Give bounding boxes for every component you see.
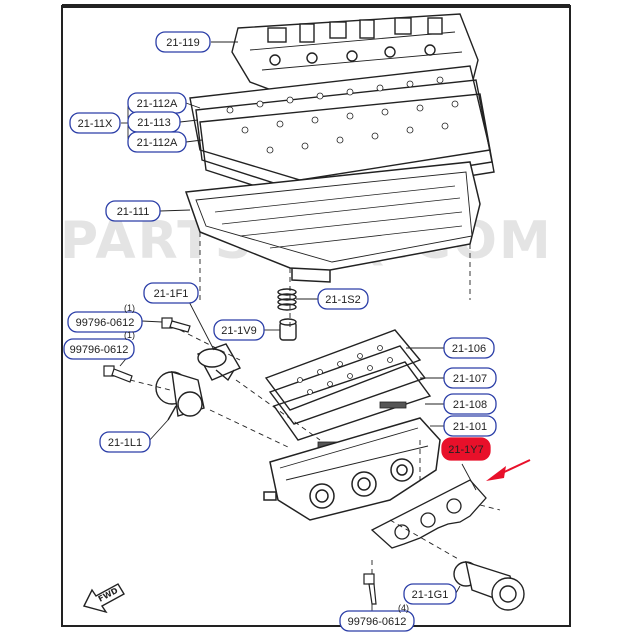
- red-pointer-arrow: [486, 459, 531, 481]
- bolt-top: [161, 317, 191, 333]
- solenoid-21-1g1: [453, 560, 525, 611]
- plate-holes: [226, 76, 459, 154]
- callout-21-11x[interactable]: 21-11X: [69, 112, 121, 134]
- solenoid-21-1f1: [196, 343, 242, 382]
- callout-box: [443, 337, 495, 359]
- callout-box: [63, 338, 135, 360]
- callout-box: [403, 583, 457, 605]
- callout-label: 21-1F1: [154, 288, 189, 300]
- callout-21-1v9[interactable]: 21-1V9: [213, 319, 265, 341]
- callout-label: 21-1L1: [108, 437, 142, 449]
- quantity-bot: (4): [398, 603, 409, 613]
- quantity-mid: (1): [124, 330, 135, 340]
- callout-label: 21-119: [166, 37, 199, 49]
- callout-label: 21-107: [453, 373, 487, 385]
- callout-label: 21-101: [453, 421, 487, 433]
- callout-box: [441, 437, 491, 461]
- bolt-bottom: [363, 573, 377, 605]
- callout-21-1l1[interactable]: 21-1L1: [99, 431, 151, 453]
- callout-box: [443, 415, 497, 437]
- callout-21-112a-bot[interactable]: 21-112A: [127, 131, 187, 153]
- callout-label: 21-113: [137, 117, 170, 129]
- callout-box: [69, 112, 121, 134]
- quantity-top: (1): [124, 303, 135, 313]
- callout-21-111[interactable]: 21-111: [105, 200, 161, 222]
- callout-label: 21-1V9: [221, 325, 256, 337]
- callout-21-108[interactable]: 21-108: [443, 393, 497, 415]
- callout-label: 99796-0612: [348, 616, 407, 628]
- callout-21-107[interactable]: 21-107: [443, 367, 497, 389]
- callout-box: [99, 431, 151, 453]
- main-valve-body: [184, 161, 481, 283]
- callout-label: 21-1G1: [412, 589, 449, 601]
- callout-box: [127, 131, 187, 153]
- callout-label: 21-111: [117, 206, 150, 218]
- callout-label: 21-11X: [78, 118, 113, 130]
- callout-box: [155, 31, 211, 53]
- callout-label: 21-112A: [137, 137, 178, 149]
- callout-box: [105, 200, 161, 222]
- callout-layer: 21-119 21-11X 21-112A 21-113 21-112A 21-111 21…: [63, 31, 497, 632]
- callout-21-119[interactable]: 21-119: [155, 31, 211, 53]
- lower-valve-body: [263, 417, 441, 521]
- callout-box: [143, 282, 199, 304]
- callout-99796-mid[interactable]: 99796-0612: [63, 338, 135, 360]
- spring-21-1s2: [277, 288, 297, 311]
- callout-label: 21-1Y7: [448, 444, 483, 456]
- bolt-mid: [103, 365, 133, 383]
- callout-label: 21-106: [452, 343, 486, 355]
- assembly-dashed-lines: [129, 232, 501, 574]
- check-valve-21-1v9: [279, 318, 297, 341]
- callout-99796-bot[interactable]: 99796-0612: [339, 610, 415, 632]
- solenoid-21-1l1: [155, 371, 205, 421]
- gasket-highlighted-part: [370, 479, 487, 549]
- callout-box: [339, 610, 415, 632]
- callout-label: 99796-0612: [70, 344, 129, 356]
- callout-21-101[interactable]: 21-101: [443, 415, 497, 437]
- quantity-layer: (1) (1) (4): [124, 303, 409, 613]
- fwd-arrow: FWD: [82, 583, 125, 614]
- callout-box: [213, 319, 265, 341]
- callout-label: 21-112A: [137, 98, 178, 110]
- callout-label: 21-1S2: [325, 294, 360, 306]
- callout-21-1g1[interactable]: 21-1G1: [403, 583, 457, 605]
- callout-21-112a-top[interactable]: 21-112A: [127, 92, 187, 114]
- callout-21-106[interactable]: 21-106: [443, 337, 495, 359]
- callout-21-113[interactable]: 21-113: [127, 111, 181, 133]
- callout-21-1s2[interactable]: 21-1S2: [317, 288, 369, 310]
- callout-21-1f1[interactable]: 21-1F1: [143, 282, 199, 304]
- callout-box: [443, 367, 497, 389]
- callout-box: [443, 393, 497, 415]
- callout-box: [67, 311, 143, 333]
- separator-plates: [189, 65, 495, 203]
- callout-box: [317, 288, 369, 310]
- callout-highlight[interactable]: 21-1Y7: [441, 437, 491, 461]
- callout-label: 21-108: [453, 399, 487, 411]
- callout-99796-top[interactable]: 99796-0612: [67, 311, 143, 333]
- callout-label: 99796-0612: [76, 317, 135, 329]
